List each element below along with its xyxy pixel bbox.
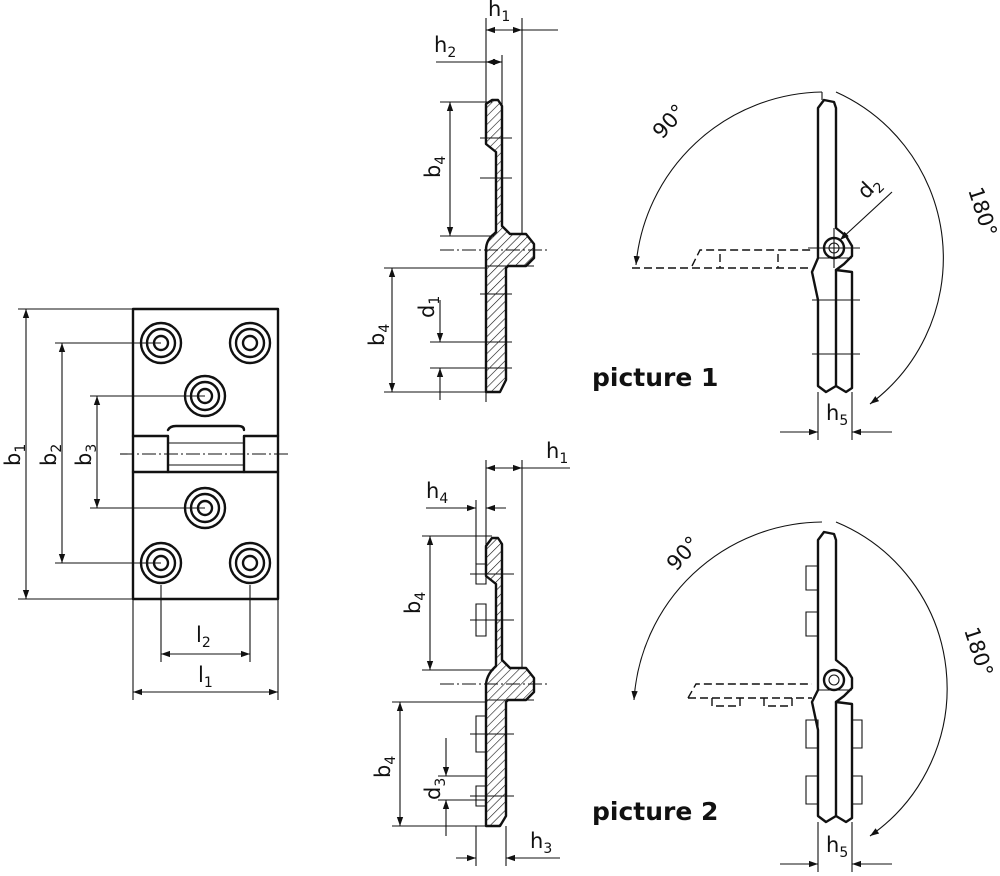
angle-180-label: 180° (959, 624, 997, 680)
screw-hole (228, 321, 272, 365)
b3-label: b3 (72, 444, 100, 466)
b1-label: b1 (1, 444, 29, 466)
hinge-pin (822, 668, 846, 692)
d3-label: d3 (421, 778, 449, 800)
h4-label: h4 (426, 479, 448, 507)
picture-1-caption: picture 1 (592, 363, 718, 392)
screw-hole (228, 541, 272, 585)
picture-2-caption: picture 2 (592, 797, 718, 826)
l2-label: l2 (196, 623, 211, 651)
section-view-1: h1 h2 b4 b4 d1 (365, 0, 558, 402)
section-view-2: h1 h4 b4 b4 d3 h3 (371, 439, 570, 866)
h5-label: h5 (826, 401, 848, 429)
d1-label: d1 (415, 296, 443, 318)
angle-arc-90 (631, 521, 823, 701)
l1-label: l1 (198, 663, 213, 691)
b4-label: b4 (401, 592, 429, 614)
front-view: b1 b2 b3 l2 l1 (1, 307, 290, 700)
b2-label: b2 (37, 444, 65, 466)
angle-arc-90 (633, 91, 823, 266)
angle-90-label: 90° (648, 100, 691, 144)
angle-180-label: 180° (963, 184, 1000, 240)
b4-label: b4 (421, 156, 449, 178)
angle-arc-180 (835, 521, 948, 837)
h3-label: h3 (530, 829, 552, 857)
h1-label: h1 (488, 0, 510, 25)
angle-arc-180 (835, 91, 944, 405)
b4-label: b4 (365, 324, 393, 346)
h1-label: h1 (546, 439, 568, 467)
h5-label: h5 (826, 833, 848, 861)
h2-label: h2 (434, 33, 456, 61)
b4-label: b4 (371, 756, 399, 778)
